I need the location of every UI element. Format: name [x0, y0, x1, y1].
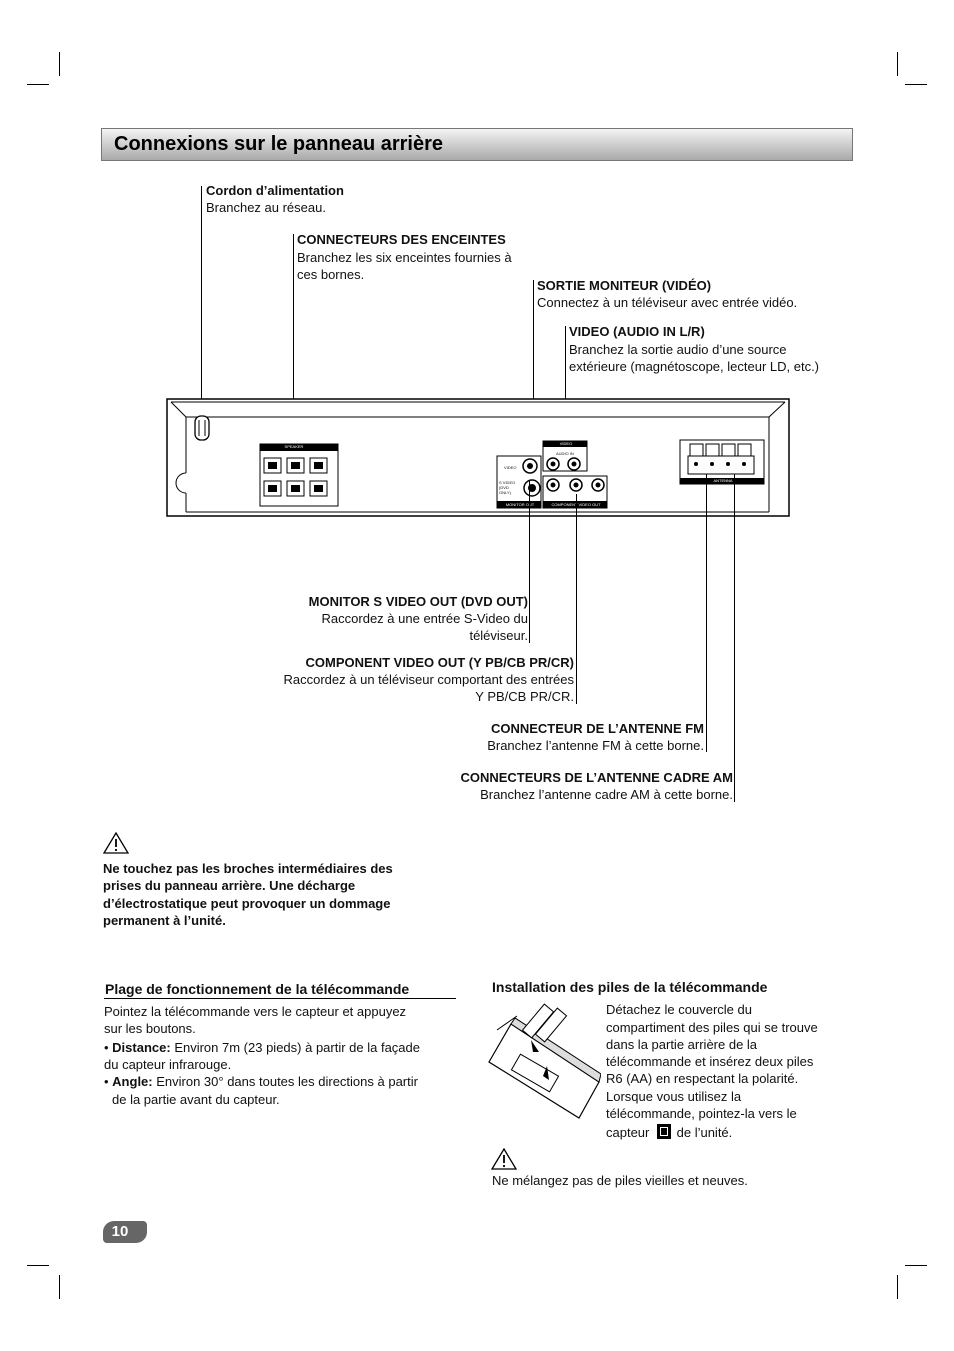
component-heading: COMPONENT VIDEO OUT (Y PB/CB PR/CR) [305, 655, 574, 670]
monitor-out-text: Connectez à un téléviseur avec entrée vi… [537, 295, 798, 310]
remote-range-intro-2: sur les boutons. [104, 1021, 196, 1036]
battery-line-4: télécommande et insérez deux piles [606, 1054, 814, 1069]
remote-range-intro-1: Pointez la télécommande vers le capteur … [104, 1004, 407, 1019]
panel-audio-in-label: AUDIO IN [556, 451, 574, 456]
crop-mark [897, 52, 898, 76]
rear-panel-diagram [166, 398, 790, 517]
panel-video-out-label: VIDEO [504, 465, 517, 470]
panel-s-video-label: S VIDEO (DVD ONLY) [499, 480, 516, 495]
crop-mark [27, 1265, 49, 1266]
s-video-text-1: Raccordez à une entrée S-Video du [321, 611, 528, 626]
leader-line [734, 474, 735, 802]
power-cord-text: Branchez au réseau. [206, 200, 326, 215]
battery-heading: Installation des piles de la télécommand… [492, 979, 768, 995]
warning-icon [103, 832, 129, 854]
leader-line [565, 326, 566, 442]
crop-mark [905, 84, 927, 85]
leader-line [533, 280, 534, 460]
panel-video-in-label: VIDEO [559, 441, 573, 446]
speakers-text-2: ces bornes. [297, 267, 365, 282]
page-number: 10 [111, 1223, 129, 1240]
battery-line-2: compartiment des piles qui se trouve [606, 1020, 818, 1035]
distance-item: • Distance: Environ 7m (23 pieds) à part… [104, 1039, 420, 1056]
s-video-heading: MONITOR S VIDEO OUT (DVD OUT) [308, 594, 528, 609]
power-cord-heading: Cordon d’alimentation [206, 183, 344, 198]
battery-line-5: R6 (AA) en respectant la polarité. [606, 1071, 799, 1086]
warning-icon [491, 1148, 517, 1170]
speakers-text-1: Branchez les six enceintes fournies à [297, 250, 512, 265]
battery-line-8: capteur de l’unité. [606, 1124, 732, 1141]
warning-line-2: prises du panneau arrière. Une décharge [103, 878, 356, 893]
page-title: Connexions sur le panneau arrière [114, 133, 443, 155]
angle-item: • Angle: Environ 30° dans toutes les dir… [104, 1073, 418, 1090]
leader-line [576, 494, 577, 704]
component-text-1: Raccordez à un téléviseur comportant des… [283, 672, 575, 687]
angle-text-2: de la partie avant du capteur. [112, 1092, 280, 1107]
panel-antenna-label: ANTENNA [713, 478, 733, 483]
angle-text: Environ 30° dans toutes les directions à… [152, 1074, 418, 1089]
battery-line-6: Lorsque vous utilisez la [606, 1089, 742, 1104]
leader-line [293, 234, 294, 446]
am-heading: CONNECTEURS DE L’ANTENNE CADRE AM [460, 770, 733, 785]
battery-line-3: dans la partie arrière de la [606, 1037, 758, 1052]
s-video-text-2: téléviseur. [469, 628, 528, 643]
panel-speaker-label: SPEAKER [284, 444, 304, 449]
crop-mark [897, 1275, 898, 1299]
panel-component-label: COMPONENT VIDEO OUT [551, 502, 601, 507]
leader-line [529, 480, 530, 643]
video-audio-in-text-2: extérieure (magnétoscope, lecteur LD, et… [569, 359, 820, 374]
panel-monitor-out-label: MONITOR OUT [505, 502, 535, 507]
heading-underline [104, 998, 456, 999]
warning-line-4: permanent à l’unité. [103, 913, 226, 928]
battery-caution: Ne mélangez pas de piles vieilles et neu… [492, 1173, 748, 1188]
bullet: • [104, 1074, 113, 1089]
battery-line-1: Détachez le couvercle du [606, 1002, 752, 1017]
monitor-out-heading: SORTIE MONITEUR (VIDÉO) [537, 278, 712, 293]
crop-mark [59, 52, 60, 76]
distance-text-2: du capteur infrarouge. [104, 1057, 232, 1072]
crop-mark [905, 1265, 927, 1266]
video-audio-in-text-1: Branchez la sortie audio d’une source [569, 342, 787, 357]
leader-line [201, 186, 202, 432]
crop-mark [27, 84, 49, 85]
component-text-2: Y PB/CB PR/CR. [475, 689, 574, 704]
section-title-bar: Connexions sur le panneau arrière [101, 128, 853, 161]
fm-text: Branchez l’antenne FM à cette borne. [487, 738, 704, 753]
sensor-prefix: capteur [606, 1125, 650, 1140]
video-audio-in-heading: VIDEO (AUDIO IN L/R) [569, 324, 705, 339]
fm-heading: CONNECTEUR DE L’ANTENNE FM [490, 721, 704, 736]
sensor-icon [657, 1124, 671, 1139]
distance-text: Environ 7m (23 pieds) à partir de la faç… [170, 1040, 421, 1055]
speakers-heading: CONNECTEURS DES ENCEINTES [297, 232, 506, 247]
leader-line [706, 474, 707, 752]
page-number-badge: 10 [103, 1221, 147, 1243]
bullet: • [104, 1040, 113, 1055]
crop-mark [59, 1275, 60, 1299]
remote-range-heading: Plage de fonctionnement de la télécomman… [105, 981, 410, 997]
warning-line-1: Ne touchez pas les broches intermédiaire… [103, 861, 393, 876]
distance-label: Distance: [112, 1040, 171, 1055]
battery-line-7: télécommande, pointez-la vers le [606, 1106, 797, 1121]
angle-label: Angle: [112, 1074, 153, 1089]
sensor-suffix: de l’unité. [676, 1125, 733, 1140]
warning-line-3: d’électrostatique peut provoquer un domm… [103, 896, 391, 911]
am-text: Branchez l’antenne cadre AM à cette born… [480, 787, 733, 802]
remote-battery-illustration [488, 1003, 601, 1119]
